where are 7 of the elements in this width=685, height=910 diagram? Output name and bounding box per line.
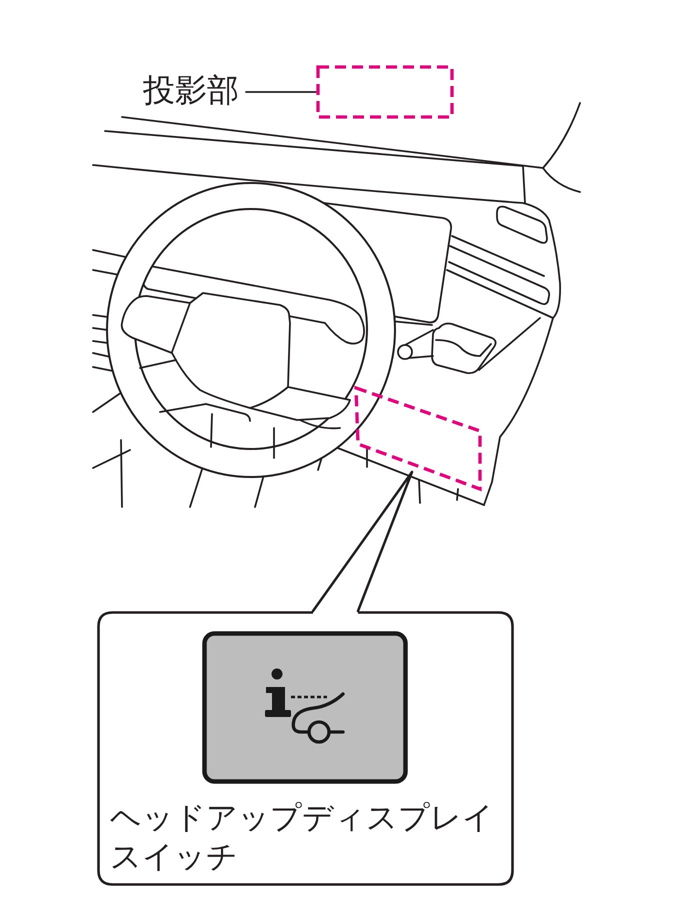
dashed-highlight-area xyxy=(354,385,483,492)
callout-text: ヘッドアップディスプレイスイッチ xyxy=(110,799,495,877)
leader-line xyxy=(245,91,317,93)
dashed-highlight-area xyxy=(316,65,454,119)
callout-pointer xyxy=(312,470,414,612)
callout-bubble xyxy=(97,611,514,886)
part-label: 投影部 xyxy=(143,71,239,109)
